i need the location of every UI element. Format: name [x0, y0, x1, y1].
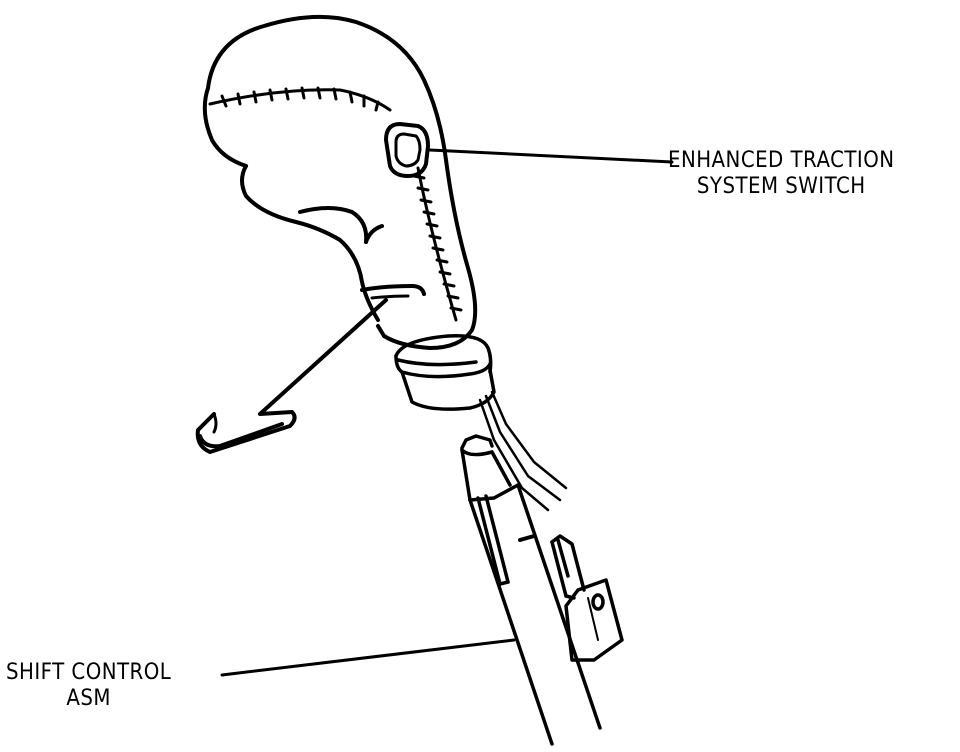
callout-shift-control-asm: SHIFT CONTROL ASM: [6, 660, 171, 712]
shift-knob-body: [202, 14, 478, 350]
release-hook: [195, 298, 388, 454]
switch-wire-harness: [478, 390, 568, 512]
callout-enhanced-traction-switch: ENHANCED TRACTION SYSTEM SWITCH: [668, 148, 895, 200]
callout-enhanced-traction-line1: ENHANCED TRACTION: [668, 148, 895, 173]
knob-stitching-side: [412, 166, 463, 322]
knob-stitching-top: [208, 86, 392, 112]
wire-connector: [550, 534, 624, 662]
leader-line-traction-switch: [428, 148, 674, 164]
callout-shift-control-line1: SHIFT CONTROL: [6, 660, 172, 685]
callout-enhanced-traction-line2: SYSTEM SWITCH: [696, 174, 866, 199]
callout-shift-control-line2: ASM: [66, 686, 111, 711]
traction-switch-button: [384, 122, 430, 178]
shaft-clip: [476, 494, 510, 586]
leader-lines: [220, 148, 674, 677]
leader-line-shift-control: [220, 638, 516, 677]
knob-collar: [394, 334, 496, 411]
